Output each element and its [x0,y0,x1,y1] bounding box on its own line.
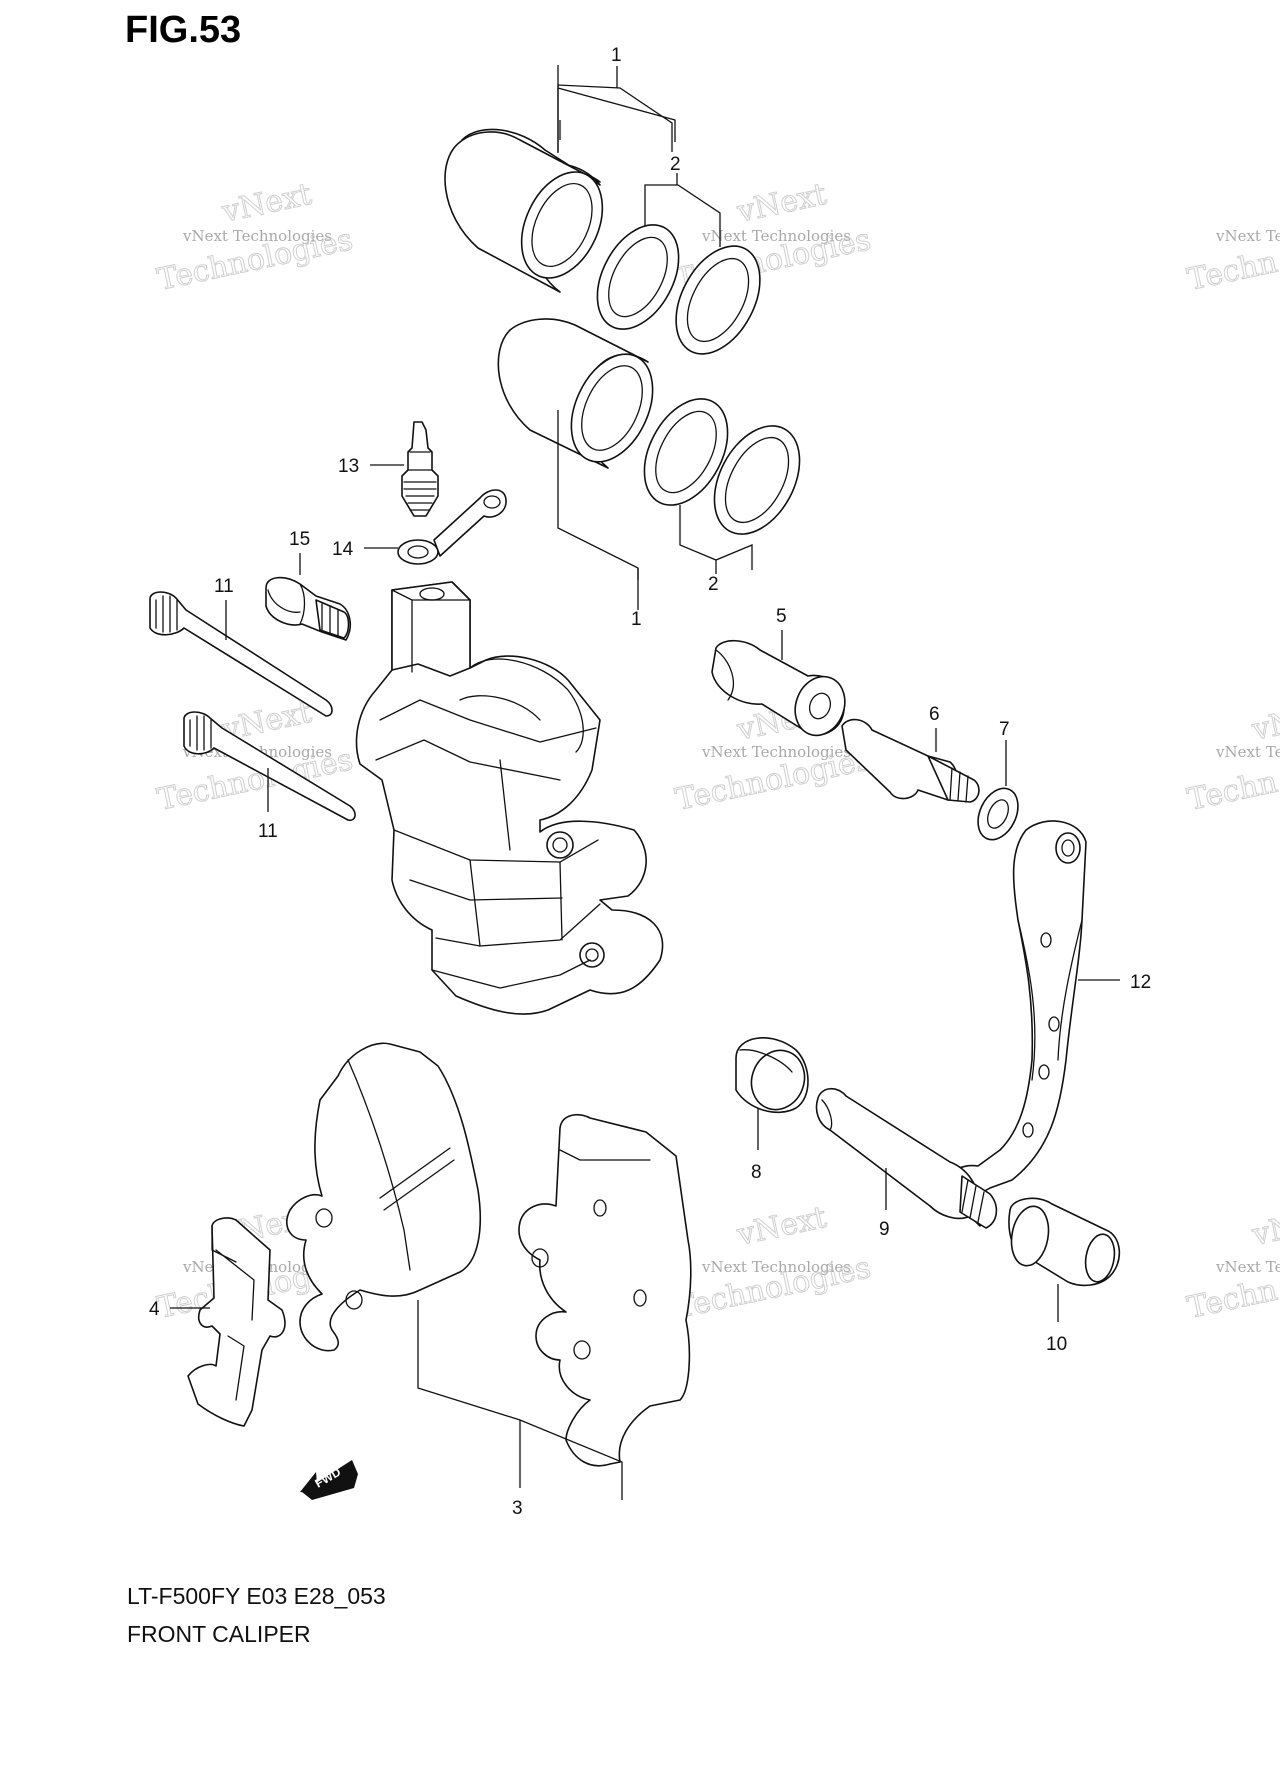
watermark-partial-line2: vNext Tec [1215,1258,1280,1276]
callout-7: 7 [999,719,1010,740]
callout-15: 15 [289,529,310,550]
leader-2-top [644,184,721,247]
brake-pad-right [518,1114,692,1467]
watermark-partial-line2: vNext Tec [1215,743,1280,761]
brake-pad-left [286,1042,481,1352]
washer-7 [977,787,1019,841]
callout-9: 8 [751,1162,762,1183]
callout-3: 3 [512,1498,523,1519]
piston-upper [444,128,604,293]
seal-lower-1 [643,398,729,506]
watermark-partial-line3: Techn [1184,245,1280,298]
callout-6: 6 [929,704,940,725]
callout-4: 4 [149,1299,160,1320]
pad-spring [187,1217,286,1427]
callout-2-bottom: 2 [708,574,719,595]
pin-10 [1008,1197,1121,1287]
slide-pin-lower [183,711,356,822]
watermark-line1: vNext [733,1200,829,1253]
callout-12: 12 [1130,972,1151,993]
figure-title: FIG.53 [125,9,241,51]
watermark-right-top: vNext Tec Techn [1184,227,1280,298]
watermark-line1: vNext [733,177,829,230]
piston-lower [497,318,654,469]
callout-1-top: 1 [611,45,622,66]
caliper-bracket [947,820,1087,1196]
watermark-right-mid: vN vNext Tec Techn [1184,704,1280,818]
watermark-line1: vNext [218,177,314,230]
callout-1-bottom: 1 [631,609,642,630]
fwd-arrow-icon: FWD [300,1460,358,1500]
callout-11-upper: 11 [214,576,234,597]
watermark-line2: vNext Technologies [701,1258,851,1276]
callout-8: 9 [879,1219,890,1240]
model-code: LT-F500FY E03 E28_053 [127,1583,386,1609]
callout-13: 13 [338,456,359,477]
watermark-partial-line3: Techn [1184,765,1280,818]
watermark-right-bottom: vN vNext Tec Techn [1184,1209,1280,1326]
slide-pin-upper [149,591,333,717]
watermark-partial-line1: vN [1248,1210,1280,1253]
callout-11-lower: 11 [258,821,278,842]
callout-10: 10 [1046,1334,1067,1355]
seal-upper-1 [596,224,680,330]
callout-5: 5 [776,606,787,627]
watermark-line2: vNext Technologies [182,227,332,245]
bolt-15 [265,576,352,641]
watermark-partial-line2: vNext Tec [1215,227,1280,245]
bolt-6 [841,718,980,803]
leader-1-top [557,84,673,153]
watermark-partial-line1: vN [1248,705,1280,748]
bleeder-valve [401,421,439,517]
watermark-left-top: vNext vNext Technologies Technologies [154,176,356,298]
watermark-partial-line3: Techn [1184,1273,1280,1326]
watermark-line2: vNext Technologies [701,227,851,245]
callout-2-top: 2 [670,154,681,175]
callout-14: 14 [332,539,354,560]
pin-8 [815,1087,998,1229]
seal-lower-2 [713,425,801,535]
watermark-line2: vNext Technologies [701,743,851,761]
sleeve-5 [711,639,846,737]
caliper-body [355,581,664,1015]
figure-caption: FRONT CALIPER [127,1621,311,1647]
seal-upper-2 [675,245,761,355]
bleeder-cap [397,489,507,565]
boot-9 [735,1037,809,1114]
watermark-center-bottom: vNext vNext Technologies Technologies [672,1199,874,1326]
